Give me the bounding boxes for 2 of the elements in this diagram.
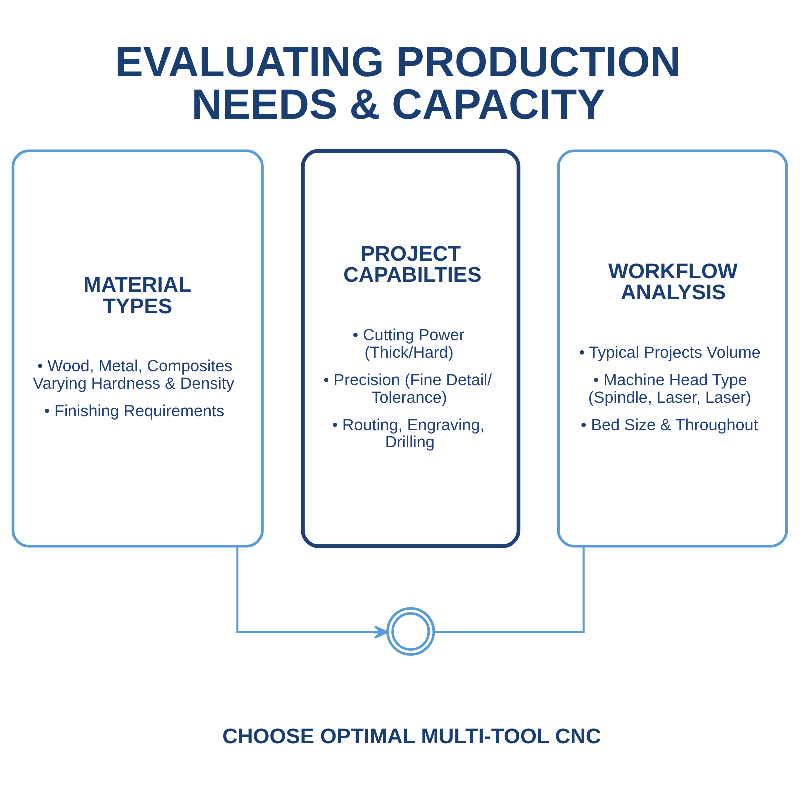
node-label: CHOOSE OPTIMAL MULTI-TOOL CNC: [222, 724, 602, 748]
diagram-title: EVALUATING PRODUCTION NEEDS & CAPACITY: [115, 38, 681, 128]
